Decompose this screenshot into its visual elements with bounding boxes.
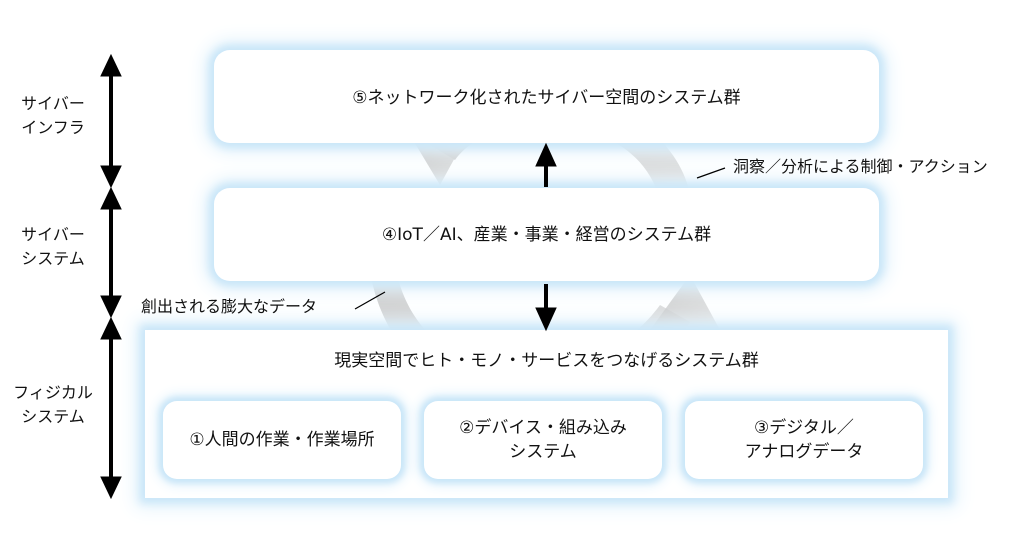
center-up-arrow <box>535 142 557 187</box>
physical-system-box-text: 現実空間でヒト・モノ・サービスをつなげるシステム群 <box>334 351 759 371</box>
physical-item-3-line1: ③デジタル／ <box>754 418 854 438</box>
side-label-cyber-infra-line1: サイバー <box>21 94 85 113</box>
cyber-system-box <box>214 188 879 281</box>
annotation-bottom: 創出される膨大なデータ <box>141 297 318 316</box>
physical-item-3-line2: アナログデータ <box>744 442 864 462</box>
physical-item-2-line2: システム <box>509 442 577 462</box>
left-arrow-cyber-infra <box>100 53 122 189</box>
annotation-bottom-leader <box>354 291 386 310</box>
physical-item-3: ③デジタル／ アナログデータ <box>685 401 923 479</box>
side-label-cyber-system: サイバー システム <box>8 223 98 271</box>
side-label-physical-system: フィジカル システム <box>8 381 98 429</box>
cyber-system-box-text: ④IoT／AI、産業・事業・経営のシステム群 <box>381 225 712 245</box>
physical-item-1-line1: ①人間の作業・作業場所 <box>189 430 375 450</box>
side-label-cyber-infra: サイバー インフラ <box>8 92 98 140</box>
cyber-infra-box <box>214 50 879 143</box>
side-label-physical-system-line2: システム <box>21 407 85 426</box>
side-label-physical-system-line1: フィジカル <box>13 383 93 402</box>
left-arrow-cyber-system <box>100 186 122 319</box>
cyber-infra-box-text: ⑤ネットワーク化されたサイバー空間のシステム群 <box>352 88 741 108</box>
annotation-top: 洞察／分析による制御・アクション <box>733 157 988 176</box>
side-label-cyber-infra-line2: インフラ <box>21 118 85 137</box>
side-label-cyber-system-line2: システム <box>21 249 85 268</box>
physical-item-2: ②デバイス・組み込み システム <box>424 401 662 479</box>
cycle-arrow-lower-head <box>650 275 720 330</box>
center-down-arrow <box>535 284 557 332</box>
physical-item-2-line1: ②デバイス・組み込み <box>459 418 627 438</box>
annotation-top-leader <box>696 167 726 179</box>
side-label-cyber-system-line1: サイバー <box>21 225 85 244</box>
physical-item-1: ①人間の作業・作業場所 <box>163 401 401 479</box>
left-arrow-physical-system <box>100 316 122 500</box>
